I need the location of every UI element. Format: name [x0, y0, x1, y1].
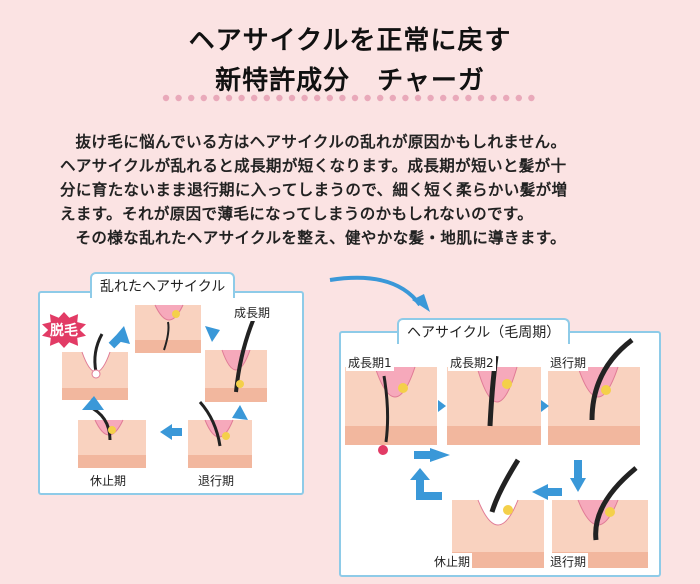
label-telogen: 休止期 [432, 553, 473, 570]
right-tile-growth2 [447, 355, 541, 445]
dotted-divider [162, 94, 535, 102]
right-tile-telogen [452, 458, 544, 568]
divider-dot [452, 94, 459, 102]
divider-dot [301, 94, 308, 102]
divider-dot [427, 94, 434, 102]
left-tile-top [135, 304, 201, 353]
divider-dot [339, 94, 346, 102]
divider-dot [251, 94, 258, 102]
divider-dot [162, 94, 170, 102]
divider-dot [225, 94, 233, 102]
description-line-5: その様な乱れたヘアサイクルを整え、健やかな髪・地肌に導きます。 [75, 229, 567, 247]
divider-dot [490, 94, 497, 102]
divider-dot [515, 94, 522, 102]
divider-dot [477, 94, 485, 102]
divider-dot [326, 94, 333, 102]
disordered-cycle-title: 乱れたヘアサイクル [90, 272, 236, 298]
page-title-line1: ヘアサイクルを正常に戻す [188, 26, 512, 56]
divider-dot [351, 94, 359, 102]
divider-dot [188, 94, 195, 102]
description-line-2: ヘアサイクルが乱れると成長期が短くなります。成長期が短いと髪が十 [60, 157, 567, 175]
divider-dot [377, 94, 384, 102]
divider-dot [528, 94, 535, 102]
label-telogen-phase: 休止期 [88, 472, 129, 489]
description-line-4: えます。それが原因で薄毛になってしまうのかもしれないのです。 [60, 205, 534, 223]
label-growth1: 成長期1 [346, 354, 394, 371]
divider-dot [263, 94, 270, 102]
label-catagen-top: 退行期 [548, 354, 589, 371]
divider-dot [276, 94, 283, 102]
left-tile-left-top [62, 333, 128, 400]
divider-dot [213, 94, 220, 102]
description-line-1: 抜け毛に悩んでいる方はヘアサイクルの乱れが原因かもしれません。 [75, 133, 567, 151]
normal-cycle-title: ヘアサイクル（毛周期） [397, 318, 571, 344]
divider-dot [389, 94, 396, 102]
right-tile-catagen-top [548, 338, 640, 445]
divider-dot [314, 94, 321, 102]
label-growth2: 成長期2 [448, 354, 496, 371]
divider-dot [465, 94, 472, 102]
description-line-3: 分に育たないまま退行期に入ってしまうので、細く短く柔らかい髪が増 [60, 181, 568, 199]
connector-arrow-head-icon [412, 294, 430, 312]
label-catagen-bottom: 退行期 [548, 553, 589, 570]
description-text: 抜け毛に悩んでいる方はヘアサイクルの乱れが原因かもしれません。 ヘアサイクルが乱… [60, 130, 670, 250]
divider-dot [414, 94, 422, 102]
divider-dot [364, 94, 371, 102]
divider-dot [402, 94, 409, 102]
label-growth-phase: 成長期 [232, 304, 273, 321]
divider-dot [440, 94, 447, 102]
divider-dot [238, 94, 245, 102]
right-cycle-arrows [410, 400, 586, 500]
left-tile-left-bottom [78, 404, 146, 468]
left-tile-right-top [205, 317, 267, 402]
divider-dot [175, 94, 182, 102]
connector-arrow-icon [329, 275, 422, 307]
left-cycle-arrows [82, 326, 248, 440]
label-catagen-phase: 退行期 [196, 472, 237, 489]
divider-dot [288, 94, 296, 102]
right-tile-growth1 [345, 366, 437, 455]
divider-dot [200, 94, 207, 102]
left-tile-right-bottom [188, 401, 252, 468]
divider-dot [503, 94, 510, 102]
page-title-line2: 新特許成分 チャーガ [215, 66, 485, 96]
